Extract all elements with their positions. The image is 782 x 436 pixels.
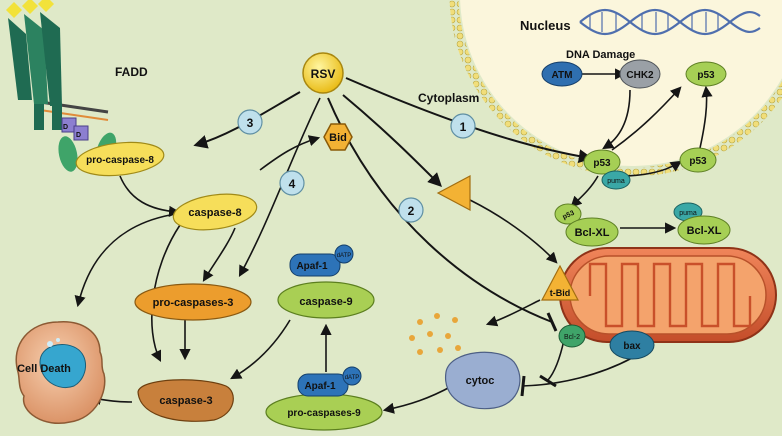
bid-label: Bid [329,132,347,144]
bcl-xl-node-2 [677,215,731,245]
mitochondrion [559,247,777,343]
pro-caspase-8-node [75,141,165,177]
dying-cell-icon [15,321,106,424]
pro-caspases-3-label: pro-caspases-3 [153,297,234,309]
pro-caspases-3-node [134,283,252,321]
bcl-xl-node-1 [565,217,619,247]
bid-fragment-triangle [436,175,471,211]
receptor-d-label-1: D [63,124,68,131]
cytoplasm-label: Cytoplasm [418,91,479,105]
receptor-d-label-2: D [76,132,81,139]
cytoc-label: cytoc [466,375,495,387]
bcl-xl-label-1: Bcl-XL [575,227,610,239]
nucleus [449,0,782,177]
t-bid-label: t-Bid [550,288,571,298]
apaf1-label-upper: Apaf-1 [296,261,328,272]
rsv-node [302,52,344,94]
atm-label: ATM [552,70,573,81]
bcl-xl-label-2: Bcl-XL [687,225,722,237]
cell-death-label: Cell Death [17,363,71,375]
caspase-8-label: caspase-8 [188,207,241,219]
bid-node [323,123,353,151]
nucleus-label: Nucleus [520,18,571,33]
caspase-3-label: caspase-3 [159,395,212,407]
death-receptor-icon [6,0,117,172]
dna-damage-label: DNA Damage [566,49,635,61]
apaf1-node-lower [297,373,349,397]
step-label-1: 1 [460,120,467,134]
apaf1-label-lower: Apaf-1 [304,381,336,392]
rsv-label: RSV [311,67,336,81]
p53-nucleus-label: p53 [697,70,715,81]
step-circle-1 [450,113,476,139]
t-bid-node [541,264,579,301]
cytoc-node [445,351,521,410]
caspase-8-node [172,193,258,231]
puma-label: puma [607,178,625,185]
step-circle-3 [237,109,263,135]
p53-bound-label: p53 [562,210,576,221]
pro-caspase-8-label: pro-caspase-8 [86,155,154,166]
datp-label-upper: dATP [337,253,352,259]
pro-caspases-9-label: pro-caspases-9 [287,408,361,419]
step-label-3: 3 [247,116,254,130]
puma-node [601,170,631,190]
bax-node [609,330,655,360]
puma-bound-label: puma [679,210,697,217]
caspase-9-node [277,281,375,319]
step-circle-2 [398,197,424,223]
bax-label: bax [623,341,641,352]
step-circle-4 [279,170,305,196]
fadd-label: FADD [115,65,148,79]
datp-node-lower [342,366,362,386]
p53-cytoplasm-label: p53 [593,158,611,169]
p53-free-label: p53 [689,156,707,167]
caspase-9-label: caspase-9 [299,296,352,308]
step-label-2: 2 [408,204,415,218]
step-label-4: 4 [289,177,296,191]
bcl2-node [558,324,586,348]
datp-node-upper [334,244,354,264]
chk2-label: CHK2 [626,70,654,81]
dna-helix-icon [579,8,761,36]
p53-free-node [679,147,717,173]
bcl2-label: Bcl-2 [564,334,580,341]
cytochrome-c-particles [409,313,461,355]
p53-nucleus-node [685,61,727,87]
datp-label-lower: dATP [345,375,360,381]
p53-bound-node [554,203,582,225]
atm-node [541,61,583,87]
caspase-3-node [137,379,234,422]
chk2-node [619,59,661,89]
p53-cytoplasm-node [583,149,621,175]
apaf1-node-upper [289,253,341,277]
